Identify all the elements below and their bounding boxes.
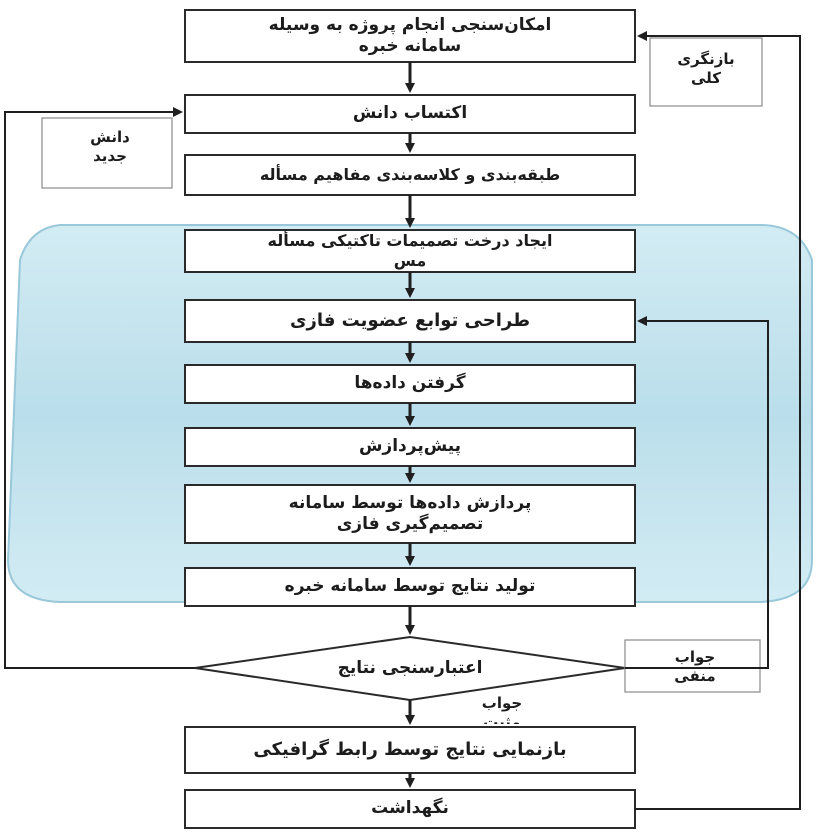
box-categorization: [184, 154, 636, 196]
loop-negative-answer: [625, 316, 769, 669]
box-new-knowledge: [41, 117, 173, 189]
box-overall-review: [649, 37, 763, 107]
box-negative-answer: [624, 639, 761, 693]
box-processing: [184, 484, 636, 544]
loop-overall-review: [635, 31, 801, 810]
label-overall-review: بازنگری کلی: [677, 50, 735, 87]
box-feasibility: [184, 9, 636, 63]
step-visualization: بازنمایی نتایج توسط رابط گرافیکی: [253, 738, 567, 760]
label-new-knowledge: دانش جدید: [90, 128, 130, 165]
step-maintenance: نگهداشت: [371, 798, 449, 819]
step-get-data: گرفتن داده‌ها: [354, 373, 466, 394]
box-get-data: [184, 364, 636, 404]
step-knowledge-acquisition: اکتساب دانش: [352, 103, 468, 124]
box-preprocessing: [184, 427, 636, 467]
label-negative-answer: جواب منفی: [674, 648, 716, 685]
box-maintenance: [184, 789, 636, 829]
step-categorization: طبقه‌بندی و کلاسه‌بندی مفاهیم مسأله: [259, 165, 561, 184]
step-validation: اعتبارسنجی نتایج: [337, 658, 483, 679]
feedback-lines: [4, 31, 801, 810]
step-preprocessing: پیش‌پردازش: [358, 436, 462, 457]
step-processing: پردازش داده‌ها توسط سامانه تصمیم‌گیری فا…: [288, 492, 532, 534]
step-decision-tree: ایجاد درخت تصمیمات تاکتیکی مسأله مس: [267, 231, 553, 270]
loop-new-knowledge: [4, 107, 195, 669]
box-decision-tree: [184, 229, 636, 273]
step-results: تولید نتایج توسط سامانه خبره: [284, 576, 536, 597]
step-membership-functions: طراحی توابع عضویت فازی: [289, 309, 531, 331]
box-visualization: [184, 726, 636, 774]
box-results: [184, 567, 636, 607]
label-positive-answer: جواب مثبت: [481, 694, 523, 724]
step-feasibility: امکان‌سنجی انجام پروژه به وسیله سامانه خ…: [268, 14, 552, 56]
